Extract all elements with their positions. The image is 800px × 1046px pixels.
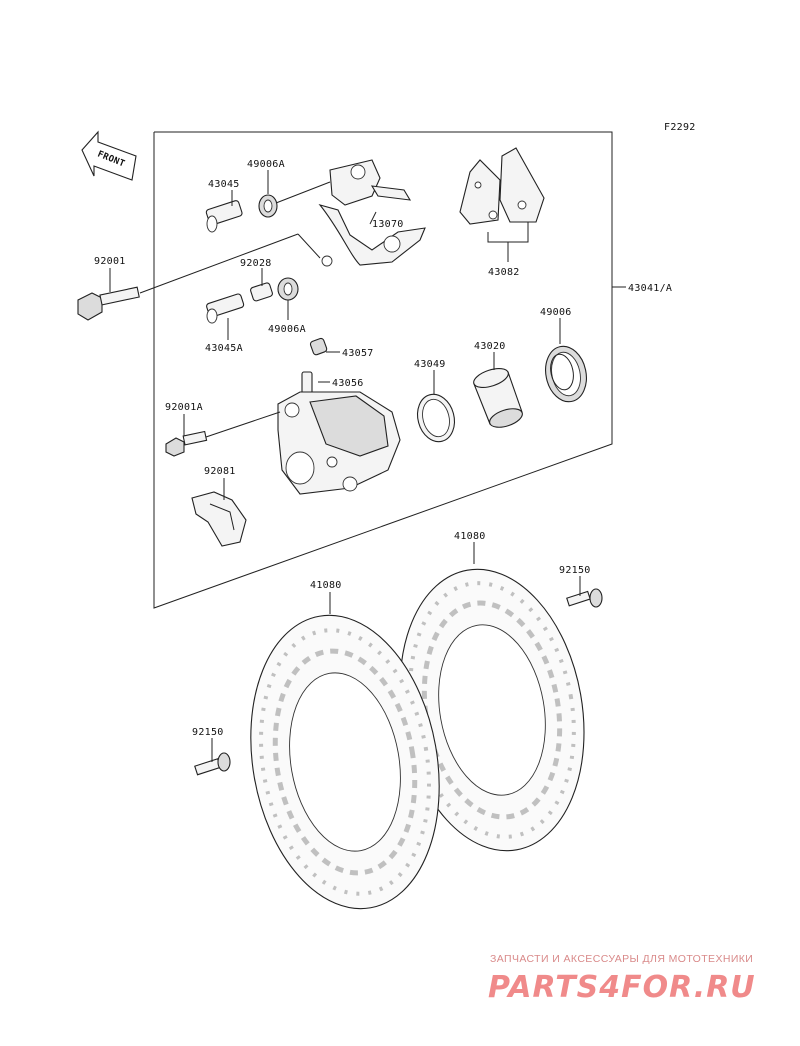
bolt-92001A	[165, 411, 281, 457]
label-43045: 43045	[208, 179, 240, 190]
brake-disc-left	[250, 614, 440, 910]
caliper-bracket	[318, 159, 426, 267]
label-92150-right: 92150	[559, 565, 591, 576]
watermark-brand: PARTS4FOR.RU	[488, 970, 756, 1005]
bleeder-cap-43057	[309, 337, 328, 356]
label-92081: 92081	[204, 466, 236, 477]
spring-92081	[191, 491, 247, 547]
screw-92150-right	[566, 588, 603, 608]
label-92028: 92028	[240, 258, 272, 269]
diagram-code: F2292	[664, 122, 696, 133]
brake-disc-right	[399, 568, 585, 852]
label-43041A: 43041/A	[628, 283, 672, 294]
pin-43045	[205, 200, 243, 233]
label-43082: 43082	[488, 267, 520, 278]
label-49006: 49006	[540, 307, 572, 318]
seal-43049	[416, 393, 456, 443]
sleeve-92028	[250, 282, 273, 302]
piston-43020	[473, 368, 523, 428]
label-41080-left: 41080	[310, 580, 342, 591]
label-92001A: 92001A	[165, 402, 203, 413]
label-43056: 43056	[332, 378, 364, 389]
label-41080-right: 41080	[454, 531, 486, 542]
label-43049: 43049	[414, 359, 446, 370]
bleeder-valve	[301, 371, 313, 395]
label-49006A-top: 49006A	[247, 159, 285, 170]
label-43057: 43057	[342, 348, 374, 359]
label-43045A: 43045A	[205, 343, 243, 354]
label-43020: 43020	[474, 341, 506, 352]
caliper-body-43056	[277, 391, 401, 495]
brake-pads-43082	[459, 147, 545, 262]
bolt-92001	[77, 233, 321, 321]
watermark-tagline: ЗАПЧАСТИ И АКСЕССУАРЫ ДЛЯ МОТОТЕХНИКИ	[490, 953, 753, 965]
pin-43045A	[206, 293, 245, 324]
screw-92150-left	[194, 752, 231, 776]
label-49006A-mid: 49006A	[268, 324, 306, 335]
label-92150-left: 92150	[192, 727, 224, 738]
dust-seal-49006	[545, 345, 587, 403]
boot-49006A-top	[258, 181, 331, 218]
assembly-frame	[153, 131, 613, 609]
front-arrow-icon: FRONT	[81, 130, 137, 181]
label-13070: 13070	[372, 219, 404, 230]
label-92001: 92001	[94, 256, 126, 267]
boot-49006A-mid	[277, 277, 299, 301]
